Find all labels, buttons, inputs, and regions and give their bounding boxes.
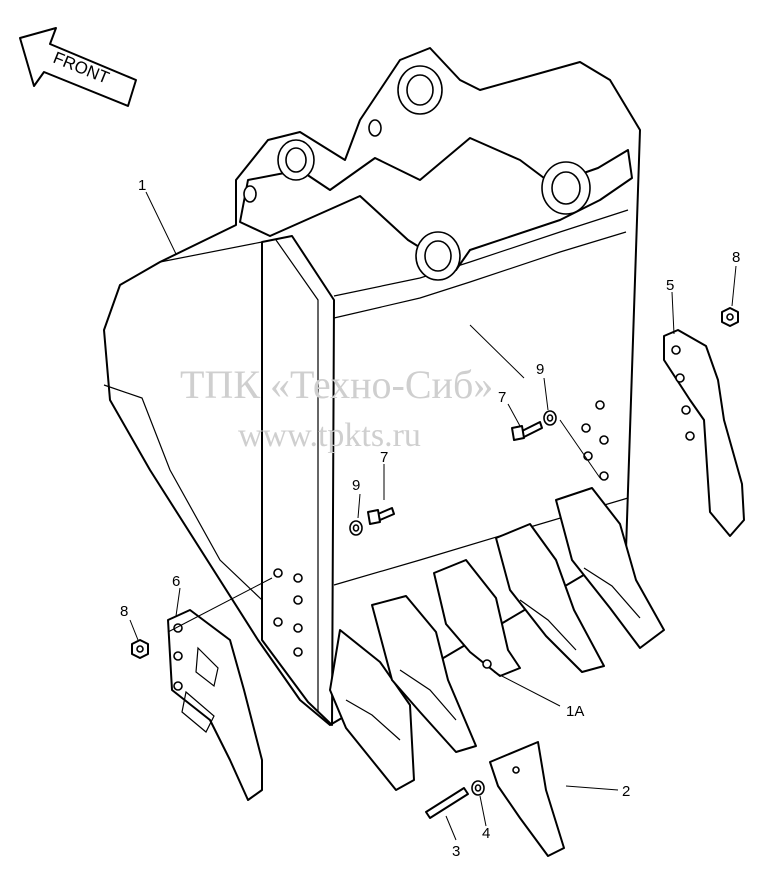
tooth-3 — [433, 559, 521, 677]
side-cutter-right — [663, 329, 745, 537]
callout-7-lower: 7 — [380, 449, 388, 466]
callout-7-upper: 7 — [498, 389, 506, 406]
teeth-row — [329, 487, 665, 791]
tooth-pin — [425, 787, 469, 819]
callout-9-lower: 9 — [352, 477, 360, 494]
nut-right — [721, 307, 739, 327]
washer-upper — [543, 410, 557, 426]
callout-1: 1 — [138, 177, 146, 194]
washer-lower — [349, 520, 363, 536]
watermark: ТПК «Техно-Сиб» www.tpkts.ru — [180, 362, 493, 454]
watermark-company: ТПК «Техно-Сиб» — [180, 362, 493, 407]
callout-4: 4 — [482, 825, 490, 842]
tooth-1 — [329, 629, 415, 791]
callout-8-right: 8 — [732, 249, 740, 266]
callout-3: 3 — [452, 843, 460, 860]
leader-lines — [129, 191, 737, 841]
pin-lock-washer — [471, 780, 485, 796]
watermark-url: www.tpkts.ru — [238, 417, 421, 454]
callout-9-upper: 9 — [536, 361, 544, 378]
tooth-2 — [371, 595, 477, 753]
callout-5: 5 — [666, 277, 674, 294]
callouts: 1 1A 2 3 4 5 6 7 7 8 8 9 9 — [120, 177, 740, 860]
callout-6: 6 — [172, 573, 180, 590]
side-cutter-left — [167, 609, 263, 801]
loose-tooth-point — [489, 741, 565, 857]
front-arrow: FRONT — [19, 27, 137, 107]
nut-left — [131, 639, 149, 659]
bolt-upper — [511, 421, 543, 441]
tooth-5 — [555, 487, 665, 649]
callout-2: 2 — [622, 783, 630, 800]
callout-1a: 1A — [566, 703, 584, 720]
bolt-lower — [367, 507, 395, 525]
tooth-4 — [495, 523, 605, 673]
callout-8-left: 8 — [120, 603, 128, 620]
